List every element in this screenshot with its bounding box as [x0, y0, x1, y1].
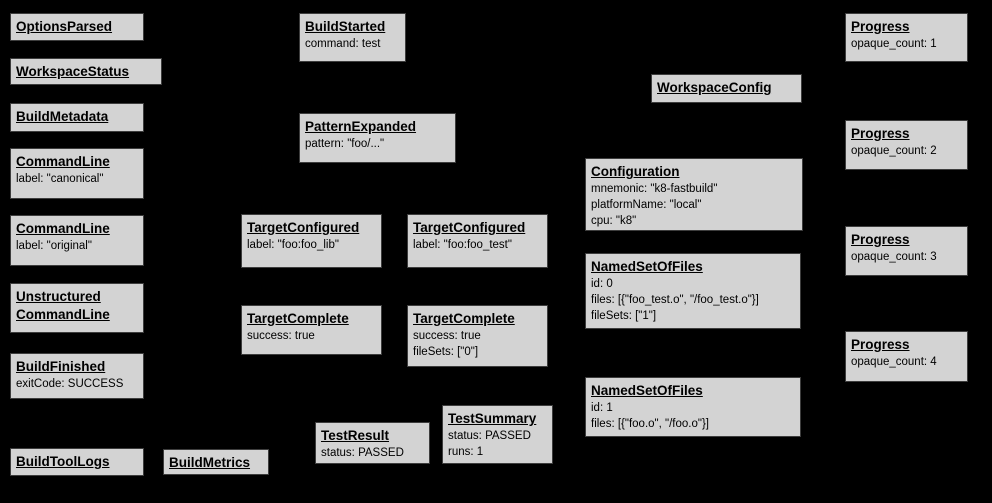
- node-detail: success: true: [247, 330, 315, 342]
- node-title: TargetComplete: [247, 311, 349, 326]
- node-progress-1: Progress opaque_count: 1: [845, 13, 968, 62]
- node-title: TargetConfigured: [413, 220, 526, 235]
- node-detail: pattern: "foo/...": [305, 138, 385, 150]
- node-detail: status: PASSED: [448, 430, 531, 442]
- node-title: PatternExpanded: [305, 119, 417, 134]
- node-title: CommandLine: [16, 307, 110, 322]
- node-workspace-status: WorkspaceStatus: [10, 58, 162, 85]
- node-detail: opaque_count: 4: [851, 356, 937, 368]
- node-title: BuildMetrics: [169, 455, 251, 470]
- node-title: TargetComplete: [413, 311, 515, 326]
- node-configuration: Configuration mnemonic: "k8-fastbuild" pla…: [585, 158, 803, 231]
- node-build-metrics: BuildMetrics: [163, 449, 269, 475]
- node-detail: opaque_count: 1: [851, 38, 937, 50]
- node-title: Unstructured: [16, 289, 101, 304]
- node-test-summary: TestSummary status: PASSED runs: 1: [442, 405, 553, 464]
- node-title: WorkspaceConfig: [657, 80, 772, 95]
- node-build-metadata: BuildMetadata: [10, 103, 144, 132]
- node-target-complete-foo-test: TargetComplete success: true fileSets: ["0…: [407, 305, 548, 367]
- node-pattern-expanded: PatternExpanded pattern: "foo/...": [299, 113, 456, 163]
- node-detail: exitCode: SUCCESS: [16, 378, 124, 390]
- node-detail: id: 0: [591, 278, 613, 290]
- node-title: Progress: [851, 19, 910, 34]
- node-target-complete-foo-lib: TargetComplete success: true: [241, 305, 382, 355]
- node-detail: label: "canonical": [16, 173, 104, 185]
- node-build-started: BuildStarted command: test: [299, 13, 406, 62]
- node-detail: opaque_count: 2: [851, 145, 937, 157]
- node-detail: files: [{"foo.o", "/foo.o"}]: [591, 418, 709, 430]
- node-title: BuildFinished: [16, 359, 106, 374]
- node-title: CommandLine: [16, 154, 110, 169]
- node-detail: cpu: "k8": [591, 215, 637, 227]
- node-title: Configuration: [591, 164, 680, 179]
- node-target-configured-foo-test: TargetConfigured label: "foo:foo_test": [407, 214, 548, 268]
- node-title: CommandLine: [16, 221, 110, 236]
- node-detail: label: "foo:foo_test": [413, 239, 512, 251]
- node-title: Progress: [851, 337, 910, 352]
- node-title: WorkspaceStatus: [16, 64, 130, 79]
- node-options-parsed: OptionsParsed: [10, 13, 144, 41]
- node-named-set-of-files-0: NamedSetOfFiles id: 0 files: [{"foo_test.o…: [585, 253, 801, 329]
- node-build-tool-logs: BuildToolLogs: [10, 448, 144, 476]
- node-workspace-config: WorkspaceConfig: [651, 74, 802, 103]
- node-title: Progress: [851, 126, 910, 141]
- node-command-line-original: CommandLine label: "original": [10, 215, 144, 266]
- node-test-result: TestResult status: PASSED: [315, 422, 430, 464]
- node-title: NamedSetOfFiles: [591, 259, 703, 274]
- node-detail: opaque_count: 3: [851, 251, 937, 263]
- node-title: BuildToolLogs: [16, 454, 110, 469]
- node-progress-4: Progress opaque_count: 4: [845, 331, 968, 382]
- node-title: NamedSetOfFiles: [591, 383, 703, 398]
- node-title: BuildMetadata: [16, 109, 109, 124]
- node-command-line-canonical: CommandLine label: "canonical": [10, 148, 144, 199]
- node-detail: fileSets: ["0"]: [413, 346, 479, 358]
- node-detail: label: "foo:foo_lib": [247, 239, 339, 251]
- node-progress-3: Progress opaque_count: 3: [845, 226, 968, 276]
- node-detail: label: "original": [16, 240, 92, 252]
- node-detail: success: true: [413, 330, 481, 342]
- node-detail: id: 1: [591, 402, 613, 414]
- node-detail: fileSets: ["1"]: [591, 310, 657, 322]
- node-detail: command: test: [305, 38, 381, 50]
- node-detail: status: PASSED: [321, 447, 404, 459]
- node-title: TestSummary: [448, 411, 537, 426]
- node-title: Progress: [851, 232, 910, 247]
- node-named-set-of-files-1: NamedSetOfFiles id: 1 files: [{"foo.o", "/…: [585, 377, 801, 437]
- node-detail: files: [{"foo_test.o", "/foo_test.o"}]: [591, 294, 759, 306]
- node-progress-2: Progress opaque_count: 2: [845, 120, 968, 170]
- node-title: TargetConfigured: [247, 220, 360, 235]
- node-build-finished: BuildFinished exitCode: SUCCESS: [10, 353, 144, 399]
- node-detail: platformName: "local": [591, 199, 702, 211]
- node-title: OptionsParsed: [16, 19, 113, 34]
- node-title: BuildStarted: [305, 19, 386, 34]
- node-detail: mnemonic: "k8-fastbuild": [591, 183, 718, 195]
- node-detail: runs: 1: [448, 446, 484, 458]
- node-title: TestResult: [321, 428, 390, 443]
- node-target-configured-foo-lib: TargetConfigured label: "foo:foo_lib": [241, 214, 382, 268]
